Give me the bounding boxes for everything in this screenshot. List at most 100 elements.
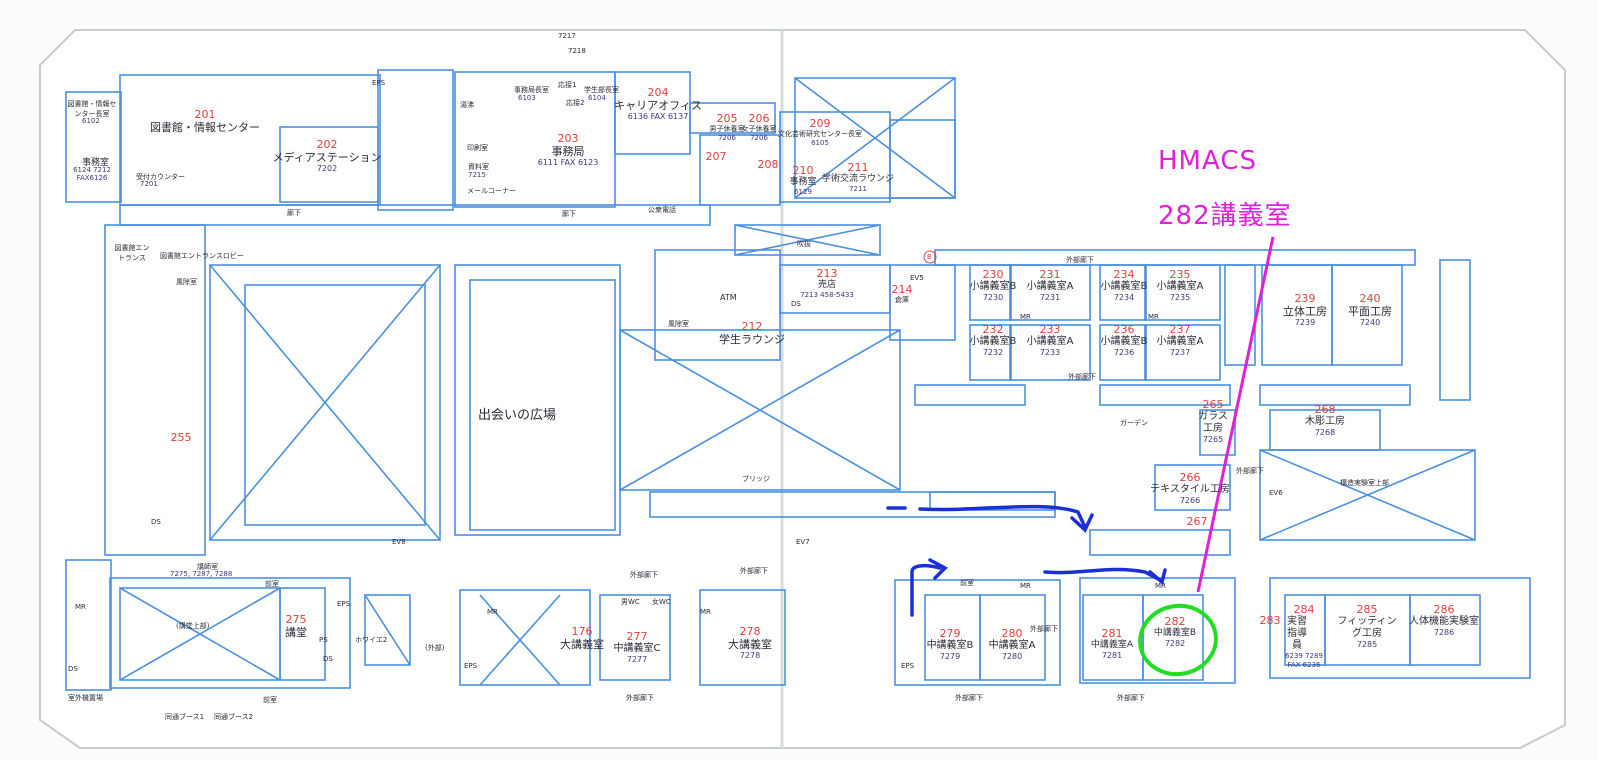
room-ext: 7282 bbox=[1164, 638, 1186, 648]
room-208: 208 bbox=[758, 158, 779, 171]
mr-label: MR bbox=[1020, 313, 1031, 321]
room-255: 255 bbox=[171, 431, 192, 444]
room-ext: 7236 bbox=[1113, 348, 1135, 358]
room-name: 立体工房 bbox=[1283, 305, 1327, 319]
room-ext: 7239 bbox=[1294, 318, 1316, 328]
room-name: 講堂 bbox=[285, 626, 307, 640]
room-ext: 7286 bbox=[1433, 628, 1455, 638]
room-ext: 7266 bbox=[1179, 496, 1201, 506]
eps-label: EPS bbox=[901, 662, 915, 670]
room-number: 210 bbox=[792, 164, 814, 177]
walls bbox=[65, 69, 1531, 691]
room-number: 214 bbox=[891, 283, 913, 296]
room-number: 255 bbox=[170, 431, 192, 444]
secretary-general-room: 事務局長室 bbox=[514, 86, 549, 94]
room-name: 男子休養室 bbox=[709, 125, 745, 134]
room-number: 205 bbox=[716, 112, 738, 125]
room-ext: 7211 bbox=[849, 184, 867, 193]
room-number: 230 bbox=[982, 268, 1004, 281]
room-name: 学生ラウンジ bbox=[719, 333, 785, 347]
mr-label: MR bbox=[700, 608, 711, 616]
room-number: 279 bbox=[939, 627, 961, 640]
outer-corridor-label: 外部廊下 bbox=[1066, 256, 1094, 264]
room-name: フィッティング工房 bbox=[1337, 616, 1397, 640]
room-ext: 7235 bbox=[1169, 293, 1191, 303]
mail-corner: メールコーナー bbox=[467, 187, 516, 195]
room-number: 283 bbox=[1259, 614, 1281, 627]
outer-corridor-label: 外部廊下 bbox=[1117, 694, 1145, 702]
room-name: 文化芸術研究センター長室 bbox=[778, 130, 862, 139]
auditorium-upper: (講堂上部) bbox=[176, 622, 210, 630]
room-ext: 7233 bbox=[1039, 348, 1061, 358]
room-name: テキスタイル工房 bbox=[1150, 484, 1230, 496]
room-name: 平面工房 bbox=[1348, 305, 1392, 319]
room-number: 282 bbox=[1164, 615, 1186, 628]
mr-label: MR bbox=[1020, 582, 1031, 590]
mr-label: MR bbox=[1148, 313, 1159, 321]
room-name: 小講義室B bbox=[1100, 281, 1148, 293]
room-name: 小講義室B bbox=[1100, 336, 1148, 348]
ds-label: DS bbox=[151, 518, 161, 526]
room-number: 281 bbox=[1101, 627, 1123, 640]
payphone: 公衆電話 bbox=[648, 206, 676, 214]
ext-7217: 7217 bbox=[558, 32, 576, 40]
room-number: 266 bbox=[1179, 471, 1201, 484]
secretary-general-ext: 6103 bbox=[518, 94, 536, 102]
anteroom: 前室 bbox=[263, 696, 277, 704]
room-ext: 7202 bbox=[316, 164, 338, 174]
room-number: 265 bbox=[1202, 398, 1224, 411]
reception-ext: 7201 bbox=[140, 180, 158, 188]
room-ext: 6111 FAX 6123 bbox=[537, 158, 599, 168]
highlight-circle-282 bbox=[1138, 603, 1218, 677]
room-name: 実習指導員 bbox=[1287, 616, 1307, 652]
room-ext: 7232 bbox=[982, 348, 1004, 358]
room-number: 211 bbox=[847, 161, 869, 174]
marker-b-label: B bbox=[927, 253, 932, 261]
outer-corridor-label: 外部廊下 bbox=[740, 567, 768, 575]
room-ext: 7240 bbox=[1359, 318, 1381, 328]
room-number: 212 bbox=[741, 320, 763, 333]
reception-room-2: 応接2 bbox=[566, 99, 585, 107]
room-number: 208 bbox=[757, 158, 779, 171]
room-number: 209 bbox=[809, 117, 831, 130]
anteroom: 前室 bbox=[265, 580, 279, 588]
office-ext: 6124 7212 FAX6126 bbox=[73, 166, 111, 182]
room-name: 中講義室B bbox=[1153, 628, 1197, 639]
reception-room-1: 応接1 bbox=[558, 81, 577, 89]
room-name: 小講義室A bbox=[1026, 281, 1074, 293]
ev5-label: EV5 bbox=[910, 274, 924, 282]
outer-corridor-label: 外部廊下 bbox=[1236, 467, 1264, 475]
room-267: 267 bbox=[1187, 515, 1208, 528]
mr-label: MR bbox=[487, 608, 498, 616]
room-name: ガラス工房 bbox=[1198, 411, 1228, 435]
booth-2: 同通ブース2 bbox=[214, 713, 254, 721]
atrium-label: 吹抜 bbox=[797, 240, 811, 248]
outer-corridor-label: 外部廊下 bbox=[955, 694, 983, 702]
room-ext: 6136 FAX 6137 bbox=[627, 112, 689, 122]
room-name: 木彫工房 bbox=[1305, 416, 1345, 428]
annotation-title: HMACS bbox=[1158, 146, 1257, 176]
outer-corridor-label: 外部廊下 bbox=[630, 571, 658, 579]
room-number: 231 bbox=[1039, 268, 1061, 281]
room-number: 284 bbox=[1293, 603, 1315, 616]
room-ext: 7278 bbox=[739, 651, 761, 661]
room-name: 中講義室C bbox=[613, 643, 661, 655]
room-ext: 7213 458-5433 bbox=[800, 290, 854, 299]
